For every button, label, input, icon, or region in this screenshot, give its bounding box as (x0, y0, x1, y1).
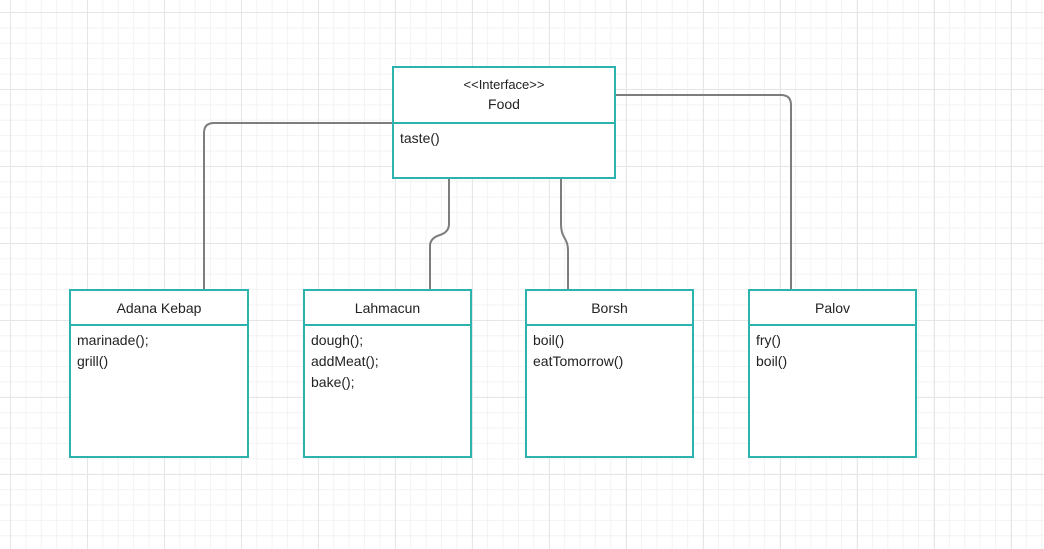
class-methods: boil() eatTomorrow() (527, 326, 692, 376)
class-name: Borsh (591, 299, 628, 316)
connector-food-lahmacun (429, 179, 450, 291)
class-header: Adana Kebap (71, 291, 247, 326)
method-label: marinade(); (77, 332, 149, 348)
method-label: bake(); (311, 374, 355, 390)
method-label: taste() (400, 130, 440, 146)
connector-food-palov (616, 94, 792, 291)
class-methods: fry() boil() (750, 326, 915, 376)
class-header: Lahmacun (305, 291, 470, 326)
connector-food-borsh (560, 179, 569, 291)
class-methods: marinade(); grill() (71, 326, 247, 376)
class-header: Borsh (527, 291, 692, 326)
method-label: dough(); (311, 332, 364, 348)
class-adana-kebap-box[interactable]: Adana Kebap marinade(); grill() (69, 289, 249, 458)
method-label: addMeat(); (311, 353, 379, 369)
class-header: Palov (750, 291, 915, 326)
class-name: Palov (814, 299, 851, 316)
method-label: boil() (533, 332, 565, 348)
method-label: fry() (756, 332, 781, 348)
connector-food-adana-kebap (203, 122, 392, 291)
class-methods: dough(); addMeat(); bake(); (305, 326, 470, 397)
interface-methods: taste() (394, 124, 614, 153)
interface-header: <<Interface>> Food (394, 68, 614, 124)
method-label: grill() (77, 353, 109, 369)
class-borsh-box[interactable]: Borsh boil() eatTomorrow() (525, 289, 694, 458)
class-name: Lahmacun (354, 299, 421, 316)
interface-name: Food (488, 96, 520, 112)
class-palov-box[interactable]: Palov fry() boil() (748, 289, 917, 458)
method-label: eatTomorrow() (533, 353, 624, 369)
method-label: boil() (756, 353, 788, 369)
interface-stereotype: <<Interface>> (463, 77, 545, 92)
food-interface-box[interactable]: <<Interface>> Food taste() (392, 66, 616, 179)
class-name: Adana Kebap (116, 299, 202, 316)
class-lahmacun-box[interactable]: Lahmacun dough(); addMeat(); bake(); (303, 289, 472, 458)
